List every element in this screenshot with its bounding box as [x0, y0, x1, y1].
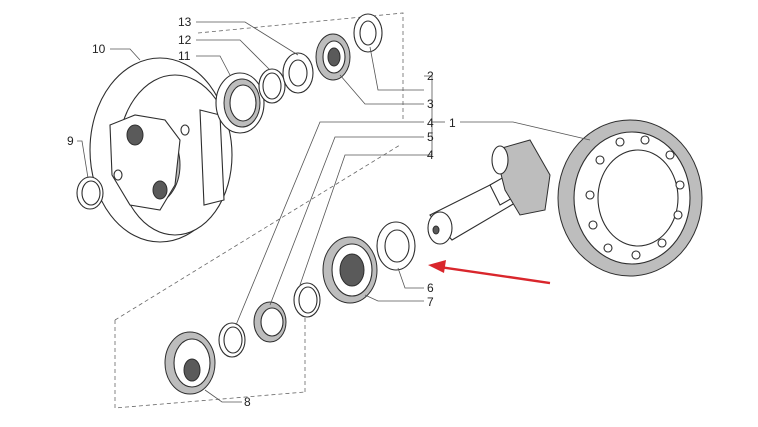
leader-lines — [77, 21, 591, 403]
part-1-pinion-shaft — [427, 139, 551, 245]
label-3: 3 — [427, 97, 434, 111]
part-8-bearing-cone — [164, 331, 216, 395]
part-10-housing — [89, 57, 233, 243]
part-13-washer — [282, 52, 314, 94]
label-4b: 4 — [427, 148, 434, 162]
label-7: 7 — [427, 295, 434, 309]
part-5-spacer — [253, 301, 287, 343]
part-1-ring-gear — [557, 119, 703, 277]
label-6: 6 — [427, 281, 434, 295]
part-labels: 2 3 4 5 4 1 6 7 8 9 10 11 12 13 — [67, 15, 456, 409]
part-4-ring-lower — [218, 322, 246, 358]
part-7-bearing — [322, 236, 378, 304]
part-11-bearing-cup — [215, 72, 265, 134]
part-2-washer — [353, 13, 383, 53]
label-9: 9 — [67, 134, 74, 148]
part-4-ring — [293, 282, 321, 318]
label-13: 13 — [178, 15, 192, 29]
label-11: 11 — [178, 49, 191, 63]
part-6-shim — [376, 221, 416, 271]
part-12-ring — [258, 68, 286, 104]
label-1: 1 — [449, 116, 456, 130]
label-5: 5 — [427, 130, 434, 144]
label-10: 10 — [92, 42, 106, 56]
label-8: 8 — [244, 395, 251, 409]
part-3-nut — [315, 33, 351, 81]
ring-gear-bolt-holes — [585, 135, 685, 260]
dashed-boundary — [114, 12, 404, 409]
red-pointer-arrow — [428, 260, 551, 285]
label-4a: 4 — [427, 116, 434, 130]
label-2: 2 — [427, 69, 434, 83]
part-9-snap-ring — [76, 176, 104, 210]
label-12: 12 — [178, 33, 192, 47]
